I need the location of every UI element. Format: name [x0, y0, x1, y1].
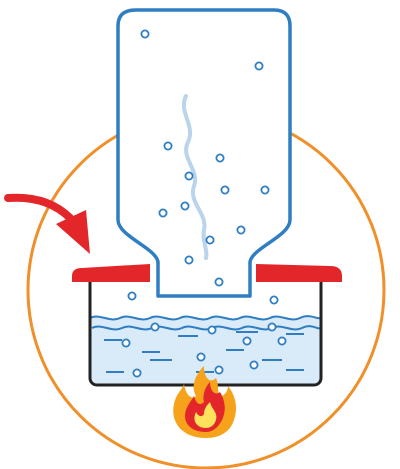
bubble-icon — [215, 153, 225, 163]
bubble-icon — [236, 225, 246, 235]
pot-water — [89, 315, 322, 385]
bubble-icon — [121, 338, 131, 348]
pot-rim-right — [256, 264, 342, 282]
bubble-icon — [163, 141, 173, 151]
bubble-icon — [132, 368, 142, 378]
bubble-icon — [214, 277, 224, 287]
bubble-icon — [260, 185, 270, 195]
bubble-icon — [249, 360, 259, 370]
bubble-icon — [214, 365, 224, 375]
bubble-icon — [184, 171, 194, 181]
bubble-icon — [267, 322, 277, 332]
bubble-icon — [150, 322, 160, 332]
bubble-icon — [205, 235, 215, 245]
bubble-icon — [127, 291, 137, 301]
bubble-icon — [242, 336, 252, 346]
water-dashes — [104, 331, 304, 373]
arrow-shaft — [4, 193, 74, 222]
arrow-head — [56, 210, 90, 254]
flame-icon — [173, 366, 236, 438]
bubble-icon — [140, 29, 150, 39]
water-surface-wave — [89, 315, 322, 321]
bubbles — [121, 29, 287, 378]
inverted-bottle-icon — [116, 8, 292, 298]
curved-arrow-icon — [4, 193, 90, 254]
bubble-icon — [269, 295, 279, 305]
bubble-icon — [277, 336, 287, 346]
bubble-icon — [184, 255, 194, 265]
bubble-icon — [196, 352, 206, 362]
bubble-icon — [254, 61, 264, 71]
bubble-icon — [158, 208, 168, 218]
bubble-icon — [207, 325, 217, 335]
bubble-icon — [220, 185, 230, 195]
steam-wisp-icon — [182, 94, 209, 260]
water-body — [90, 316, 321, 385]
bubble-icon — [180, 201, 190, 211]
pot-rim-left — [72, 264, 150, 282]
flame-core — [194, 402, 217, 428]
